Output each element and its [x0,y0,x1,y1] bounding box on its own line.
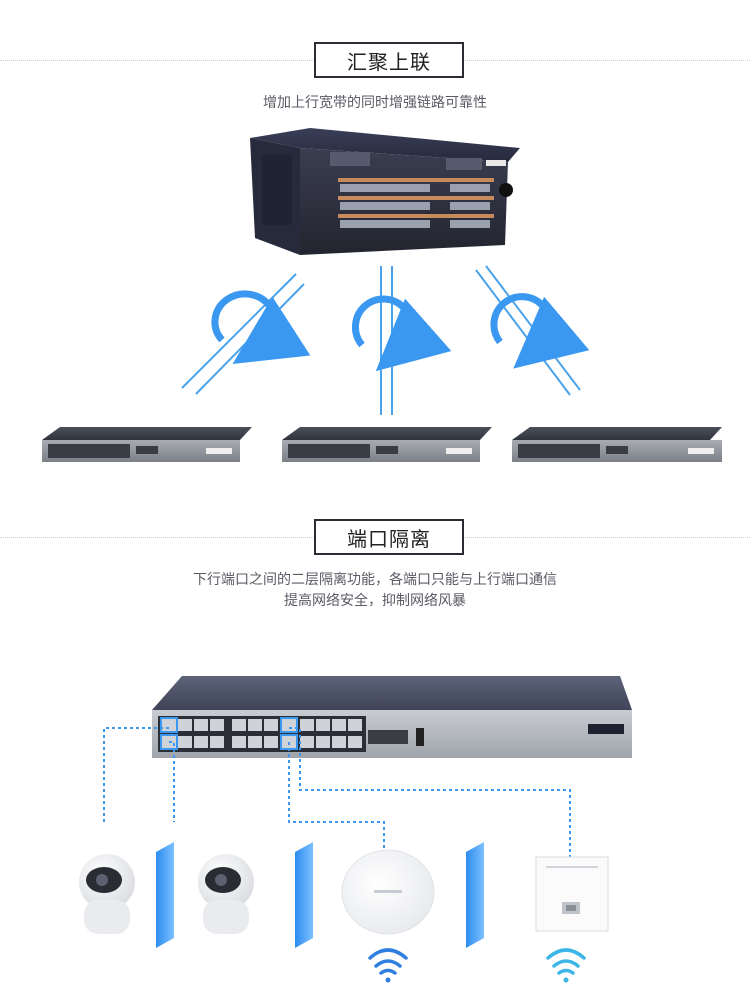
isolation-panel [156,842,484,948]
wifi-signal-icon [368,948,408,983]
camera-device [79,854,135,934]
downlink-dotted-lines [103,727,571,858]
camera-device [198,854,254,934]
section-subtitle-isolation-line1: 下行端口之间的二层隔离功能，各端口只能与上行端口通信 [193,572,557,588]
access-switch [282,427,492,462]
access-switch [512,427,722,462]
rotation-arrow-icon [352,295,452,372]
camera-lens-icon [215,874,227,886]
uplink-beams [181,265,581,415]
isolation-switch [152,676,632,758]
section-subtitle-isolation-line2: 提高网络安全，抑制网络风暴 [284,593,466,609]
ceiling-access-point [341,849,435,935]
rotation-arrow-icon [211,290,311,365]
access-switch [42,427,252,462]
section-subtitle-aggregation: 增加上行宽带的同时增强链路可靠性 [263,95,487,111]
rotation-arrow-icon [490,293,590,369]
wifi-signal-icon [546,948,586,983]
section-title-port-isolation: 端口隔离 [314,519,464,555]
camera-lens-icon [96,874,108,886]
panel-access-point [535,856,609,932]
section-title-aggregation: 汇聚上联 [314,42,464,78]
core-chassis-switch [250,128,520,255]
